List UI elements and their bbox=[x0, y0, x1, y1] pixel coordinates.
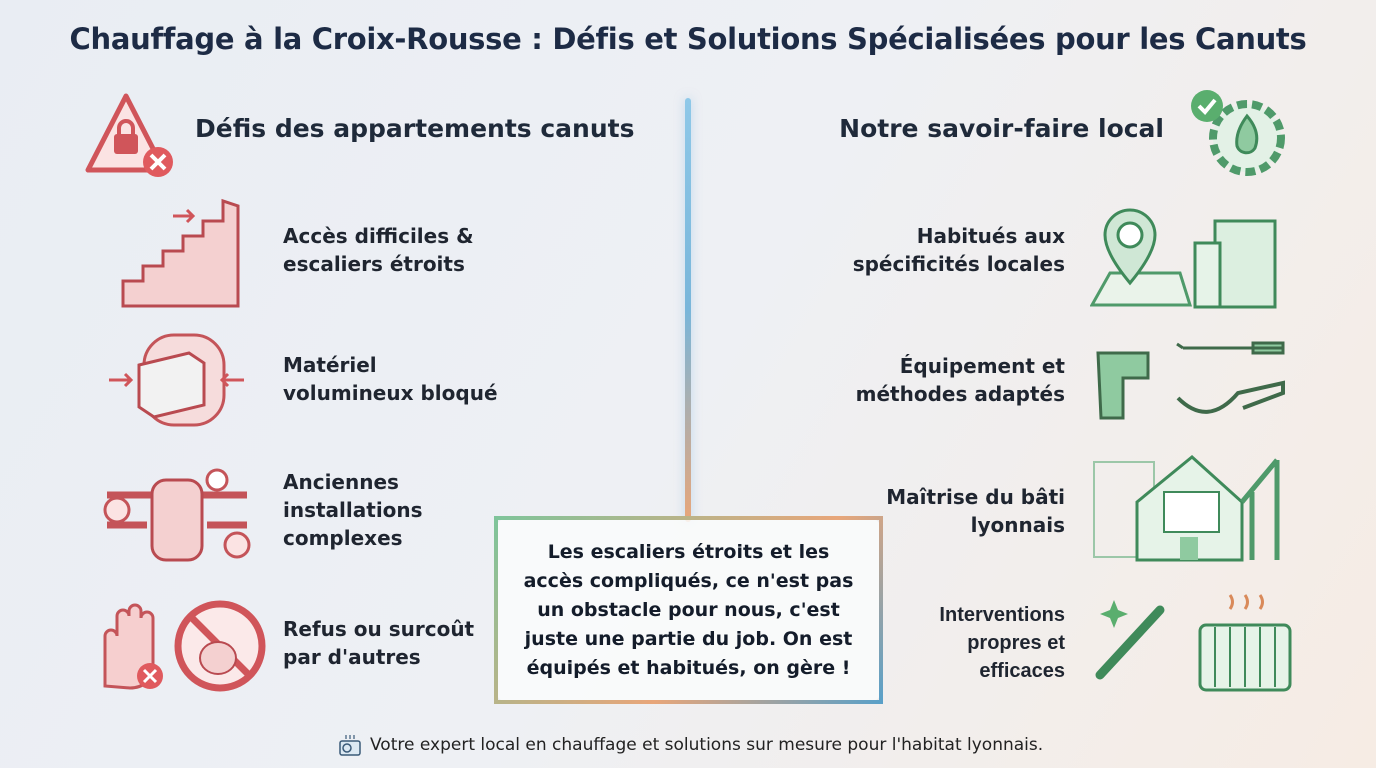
blocked-box-icon bbox=[109, 333, 244, 427]
divider-line bbox=[685, 98, 691, 522]
clean-radiator-icon bbox=[1095, 594, 1292, 692]
challenge-installations: Anciennes installations complexes bbox=[283, 470, 423, 550]
page-title: Chauffage à la Croix-Rousse : Défis et S… bbox=[69, 22, 1307, 56]
challenge-equipment: Matériel volumineux bloqué bbox=[283, 353, 498, 405]
building-icon bbox=[1093, 455, 1280, 562]
refusal-icon bbox=[103, 600, 266, 692]
tools-icon bbox=[1096, 341, 1285, 420]
challenge-refusal: Refus ou surcoût par d'autres bbox=[283, 617, 475, 669]
heat-pump-icon bbox=[339, 735, 361, 756]
warning-lock-icon bbox=[85, 93, 173, 177]
stairs-icon bbox=[121, 198, 240, 308]
challenge-access: Accès difficiles & escaliers étroits bbox=[283, 224, 474, 276]
solution-building: Maîtrise du bâti lyonnais bbox=[886, 485, 1065, 537]
solution-local: Habitués aux spécificités locales bbox=[852, 224, 1065, 276]
solutions-heading: Notre savoir-faire local bbox=[839, 114, 1164, 143]
footer-text: Votre expert local en chauffage et solut… bbox=[370, 735, 1044, 755]
footer: Votre expert local en chauffage et solut… bbox=[338, 733, 1043, 757]
old-boiler-icon bbox=[103, 468, 251, 562]
challenges-heading: Défis des appartements canuts bbox=[195, 114, 635, 143]
gear-flame-check-icon bbox=[1191, 90, 1285, 176]
solution-equipment: Équipement et méthodes adaptés bbox=[855, 354, 1065, 406]
quote-box: Les escaliers étroits et les accès compl… bbox=[494, 516, 883, 704]
solution-clean: Interventions propres et efficaces bbox=[939, 604, 1065, 682]
map-location-icon bbox=[1090, 208, 1277, 309]
